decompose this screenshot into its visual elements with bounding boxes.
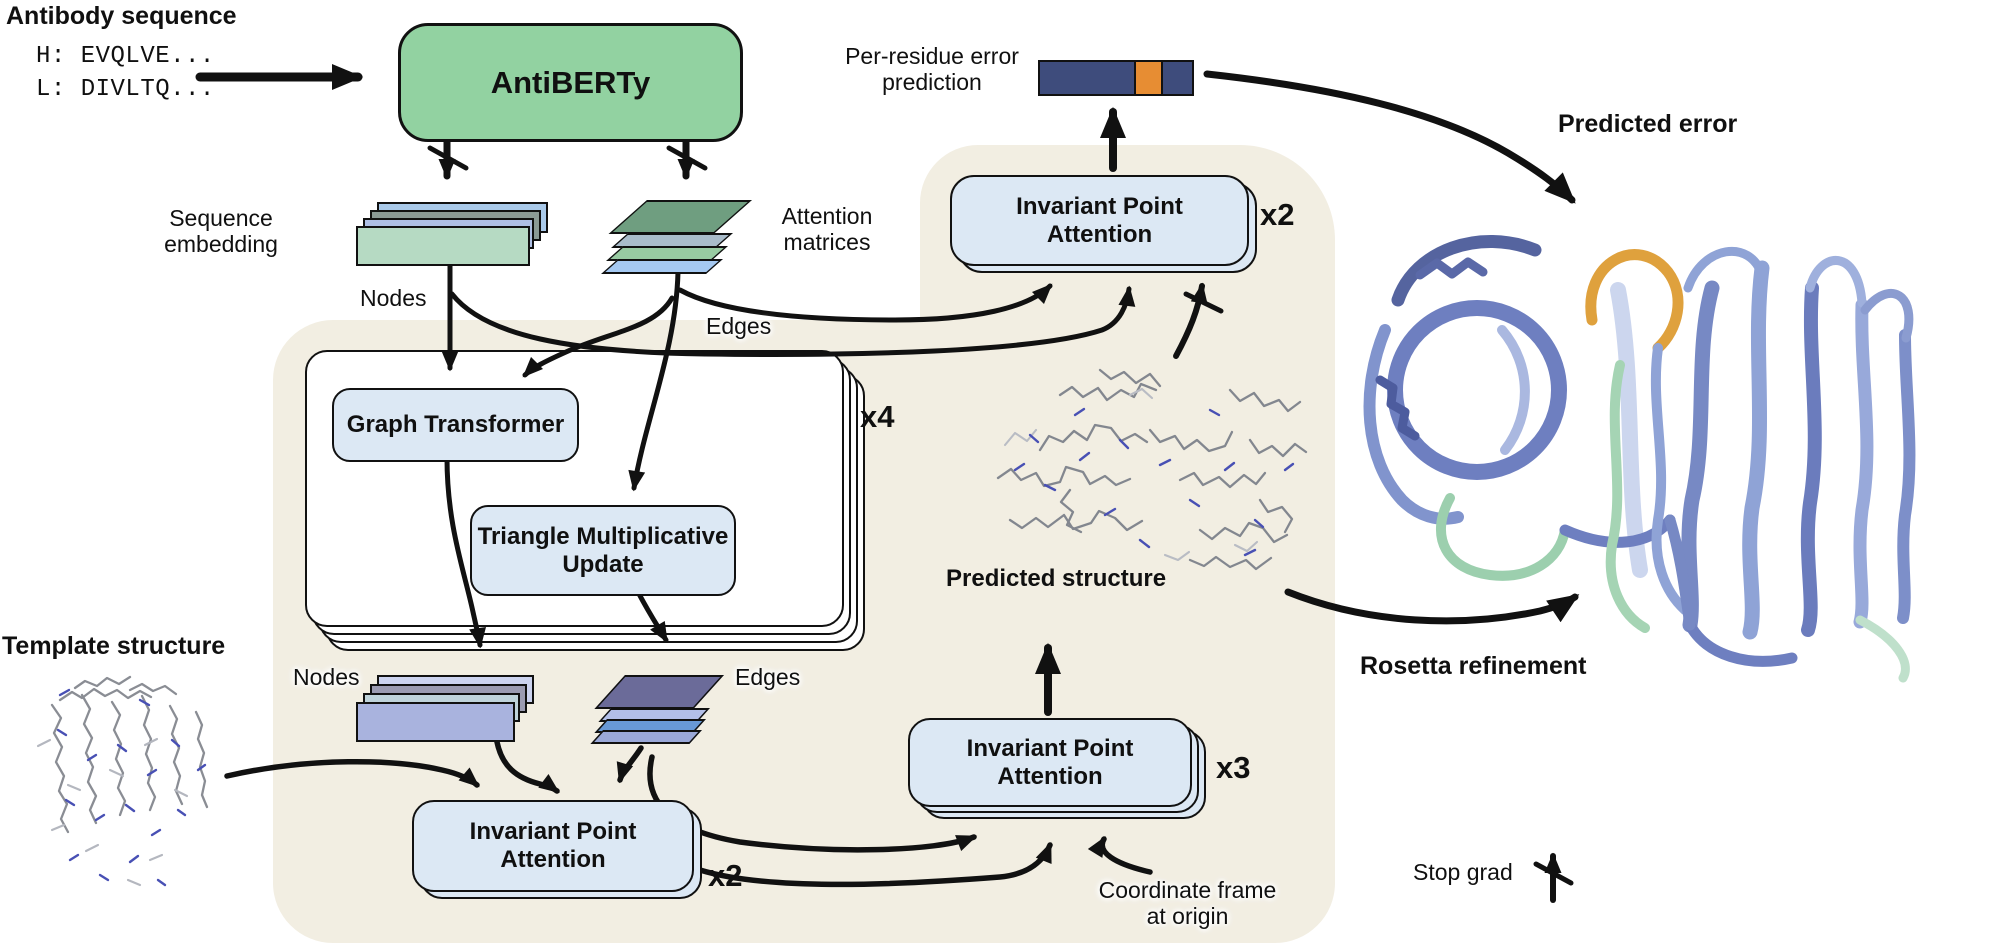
- stop-grad-slash-icon: [427, 145, 469, 171]
- coordinate-frame-label: Coordinate frame at origin: [1098, 877, 1277, 929]
- ipa-template-box: Invariant Point Attention: [412, 800, 694, 892]
- encoder-repeat-label: x4: [860, 399, 895, 434]
- triangle-multiplicative-update-box: Triangle Multiplicative Update: [470, 505, 736, 596]
- graph-transformer-box: Graph Transformer: [332, 388, 579, 462]
- attention-matrices-label: Attention matrices: [781, 203, 873, 255]
- nodes-label-bottom: Nodes: [293, 664, 360, 690]
- ipa-template-repeat-label: x2: [708, 858, 743, 893]
- edges-label-bottom: Edges: [735, 664, 801, 690]
- stop-grad-slash-icon: [1533, 861, 1574, 886]
- edges-label-top: Edges: [706, 313, 772, 339]
- predicted-structure-label: Predicted structure: [946, 565, 1167, 592]
- refined-structure-ribbon-image: [1363, 235, 1916, 683]
- predicted-error-label: Predicted error: [1558, 110, 1738, 138]
- per-residue-error-bar: [1038, 60, 1194, 96]
- ipa-error-repeat-label: x2: [1260, 197, 1295, 232]
- ipa-error-box: Invariant Point Attention: [950, 175, 1249, 266]
- per-residue-error-label: Per-residue error prediction: [845, 43, 1019, 95]
- stop-grad-legend-label: Stop grad: [1413, 859, 1513, 885]
- sequence-embedding-label: Sequence embedding: [164, 205, 278, 257]
- ipa-structure-box: Invariant Point Attention: [908, 718, 1192, 807]
- stop-grad-slash-icon: [666, 145, 708, 171]
- rosetta-refinement-label: Rosetta refinement: [1360, 652, 1587, 680]
- ipa-structure-repeat-label: x3: [1216, 750, 1251, 785]
- heavy-chain-sequence: H: EVQLVE...: [36, 43, 215, 70]
- antiberty-box: AntiBERTy: [398, 23, 743, 142]
- per-residue-error-highlight: [1134, 62, 1163, 94]
- antibody-sequence-heading: Antibody sequence: [6, 2, 237, 30]
- nodes-label-top: Nodes: [360, 285, 427, 311]
- template-structure-label: Template structure: [2, 632, 226, 660]
- template-structure-image: [36, 675, 209, 887]
- light-chain-sequence: L: DIVLTQ...: [36, 76, 215, 103]
